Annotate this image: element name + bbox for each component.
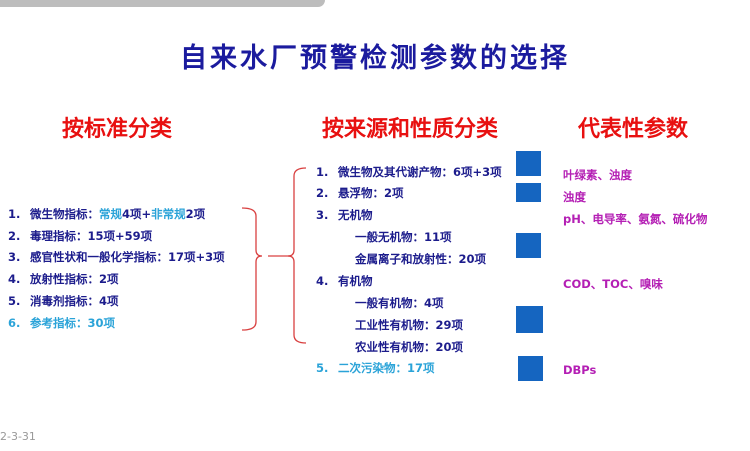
item-number: 1. xyxy=(8,207,21,221)
item-part: 非常规 xyxy=(151,207,186,221)
source-item: 3. 无机物 xyxy=(316,208,373,222)
item-number: 1. xyxy=(316,165,329,179)
source-item: 1. 微生物及其代谢产物：6项+3项 xyxy=(316,165,502,179)
item-number: 2. xyxy=(316,186,329,200)
representative-param: COD、TOC、嗅味 xyxy=(563,277,663,291)
item-number: 3. xyxy=(316,208,329,222)
item-text: 二次污染物：17项 xyxy=(338,361,435,375)
source-subitem: 工业性有机物：29项 xyxy=(355,318,464,332)
top-bar xyxy=(0,0,325,7)
representative-param: pH、电导率、氨氮、硫化物 xyxy=(563,212,708,226)
item-text: 毒理指标：15项+59项 xyxy=(30,229,153,243)
item-text: 微生物及其代谢产物：6项+3项 xyxy=(338,165,502,179)
standard-item-3: 3. 感官性状和一般化学指标：17项+3项 xyxy=(8,250,225,264)
standard-item-5: 5. 消毒剂指标：4项 xyxy=(8,294,119,308)
slide-title: 自来水厂预警检测参数的选择 xyxy=(180,43,570,74)
header-representative: 代表性参数 xyxy=(578,117,689,142)
blue-square xyxy=(516,233,541,258)
item-label: 微生物指标： xyxy=(30,207,99,221)
item-text: 感官性状和一般化学指标：17项+3项 xyxy=(30,250,225,264)
source-item: 2. 悬浮物：2项 xyxy=(316,186,404,200)
blue-square xyxy=(516,306,543,333)
header-source: 按来源和性质分类 xyxy=(322,117,499,142)
item-text: 悬浮物：2项 xyxy=(338,186,404,200)
standard-item-6: 6. 参考指标：30项 xyxy=(8,316,115,330)
item-part: 2项 xyxy=(185,207,206,221)
slide-date: 2-3-31 xyxy=(0,430,36,443)
blue-square xyxy=(516,183,541,202)
representative-param: 浊度 xyxy=(563,190,586,204)
representative-param: DBPs xyxy=(563,363,597,377)
standard-item-1: 1. 微生物指标：常规4项+非常规2项 xyxy=(8,207,205,221)
source-subitem: 农业性有机物：20项 xyxy=(355,340,464,354)
header-standard: 按标准分类 xyxy=(62,117,173,142)
item-part: 常规 xyxy=(99,207,122,221)
item-number: 3. xyxy=(8,250,21,264)
standard-item-2: 2. 毒理指标：15项+59项 xyxy=(8,229,152,243)
blue-square xyxy=(518,356,543,381)
item-text: 放射性指标：2项 xyxy=(30,272,119,286)
item-text: 参考指标：30项 xyxy=(30,316,116,330)
item-number: 4. xyxy=(8,272,21,286)
item-text: 有机物 xyxy=(338,274,373,288)
source-subitem: 一般有机物：4项 xyxy=(355,296,444,310)
item-number: 2. xyxy=(8,229,21,243)
source-item: 5. 二次污染物：17项 xyxy=(316,361,435,375)
item-part: 4项+ xyxy=(122,207,152,221)
source-item: 4. 有机物 xyxy=(316,274,373,288)
small-bracket xyxy=(241,207,263,331)
blue-square xyxy=(516,151,541,176)
item-number: 4. xyxy=(316,274,329,288)
standard-item-4: 4. 放射性指标：2项 xyxy=(8,272,119,286)
source-subitem: 金属离子和放射性：20项 xyxy=(355,252,487,266)
item-text: 消毒剂指标：4项 xyxy=(30,294,119,308)
source-subitem: 一般无机物：11项 xyxy=(355,230,452,244)
item-text: 无机物 xyxy=(338,208,373,222)
item-number: 6. xyxy=(8,316,21,330)
large-bracket xyxy=(287,167,307,344)
item-number: 5. xyxy=(316,361,329,375)
representative-param: 叶绿素、浊度 xyxy=(563,168,632,182)
item-number: 5. xyxy=(8,294,21,308)
